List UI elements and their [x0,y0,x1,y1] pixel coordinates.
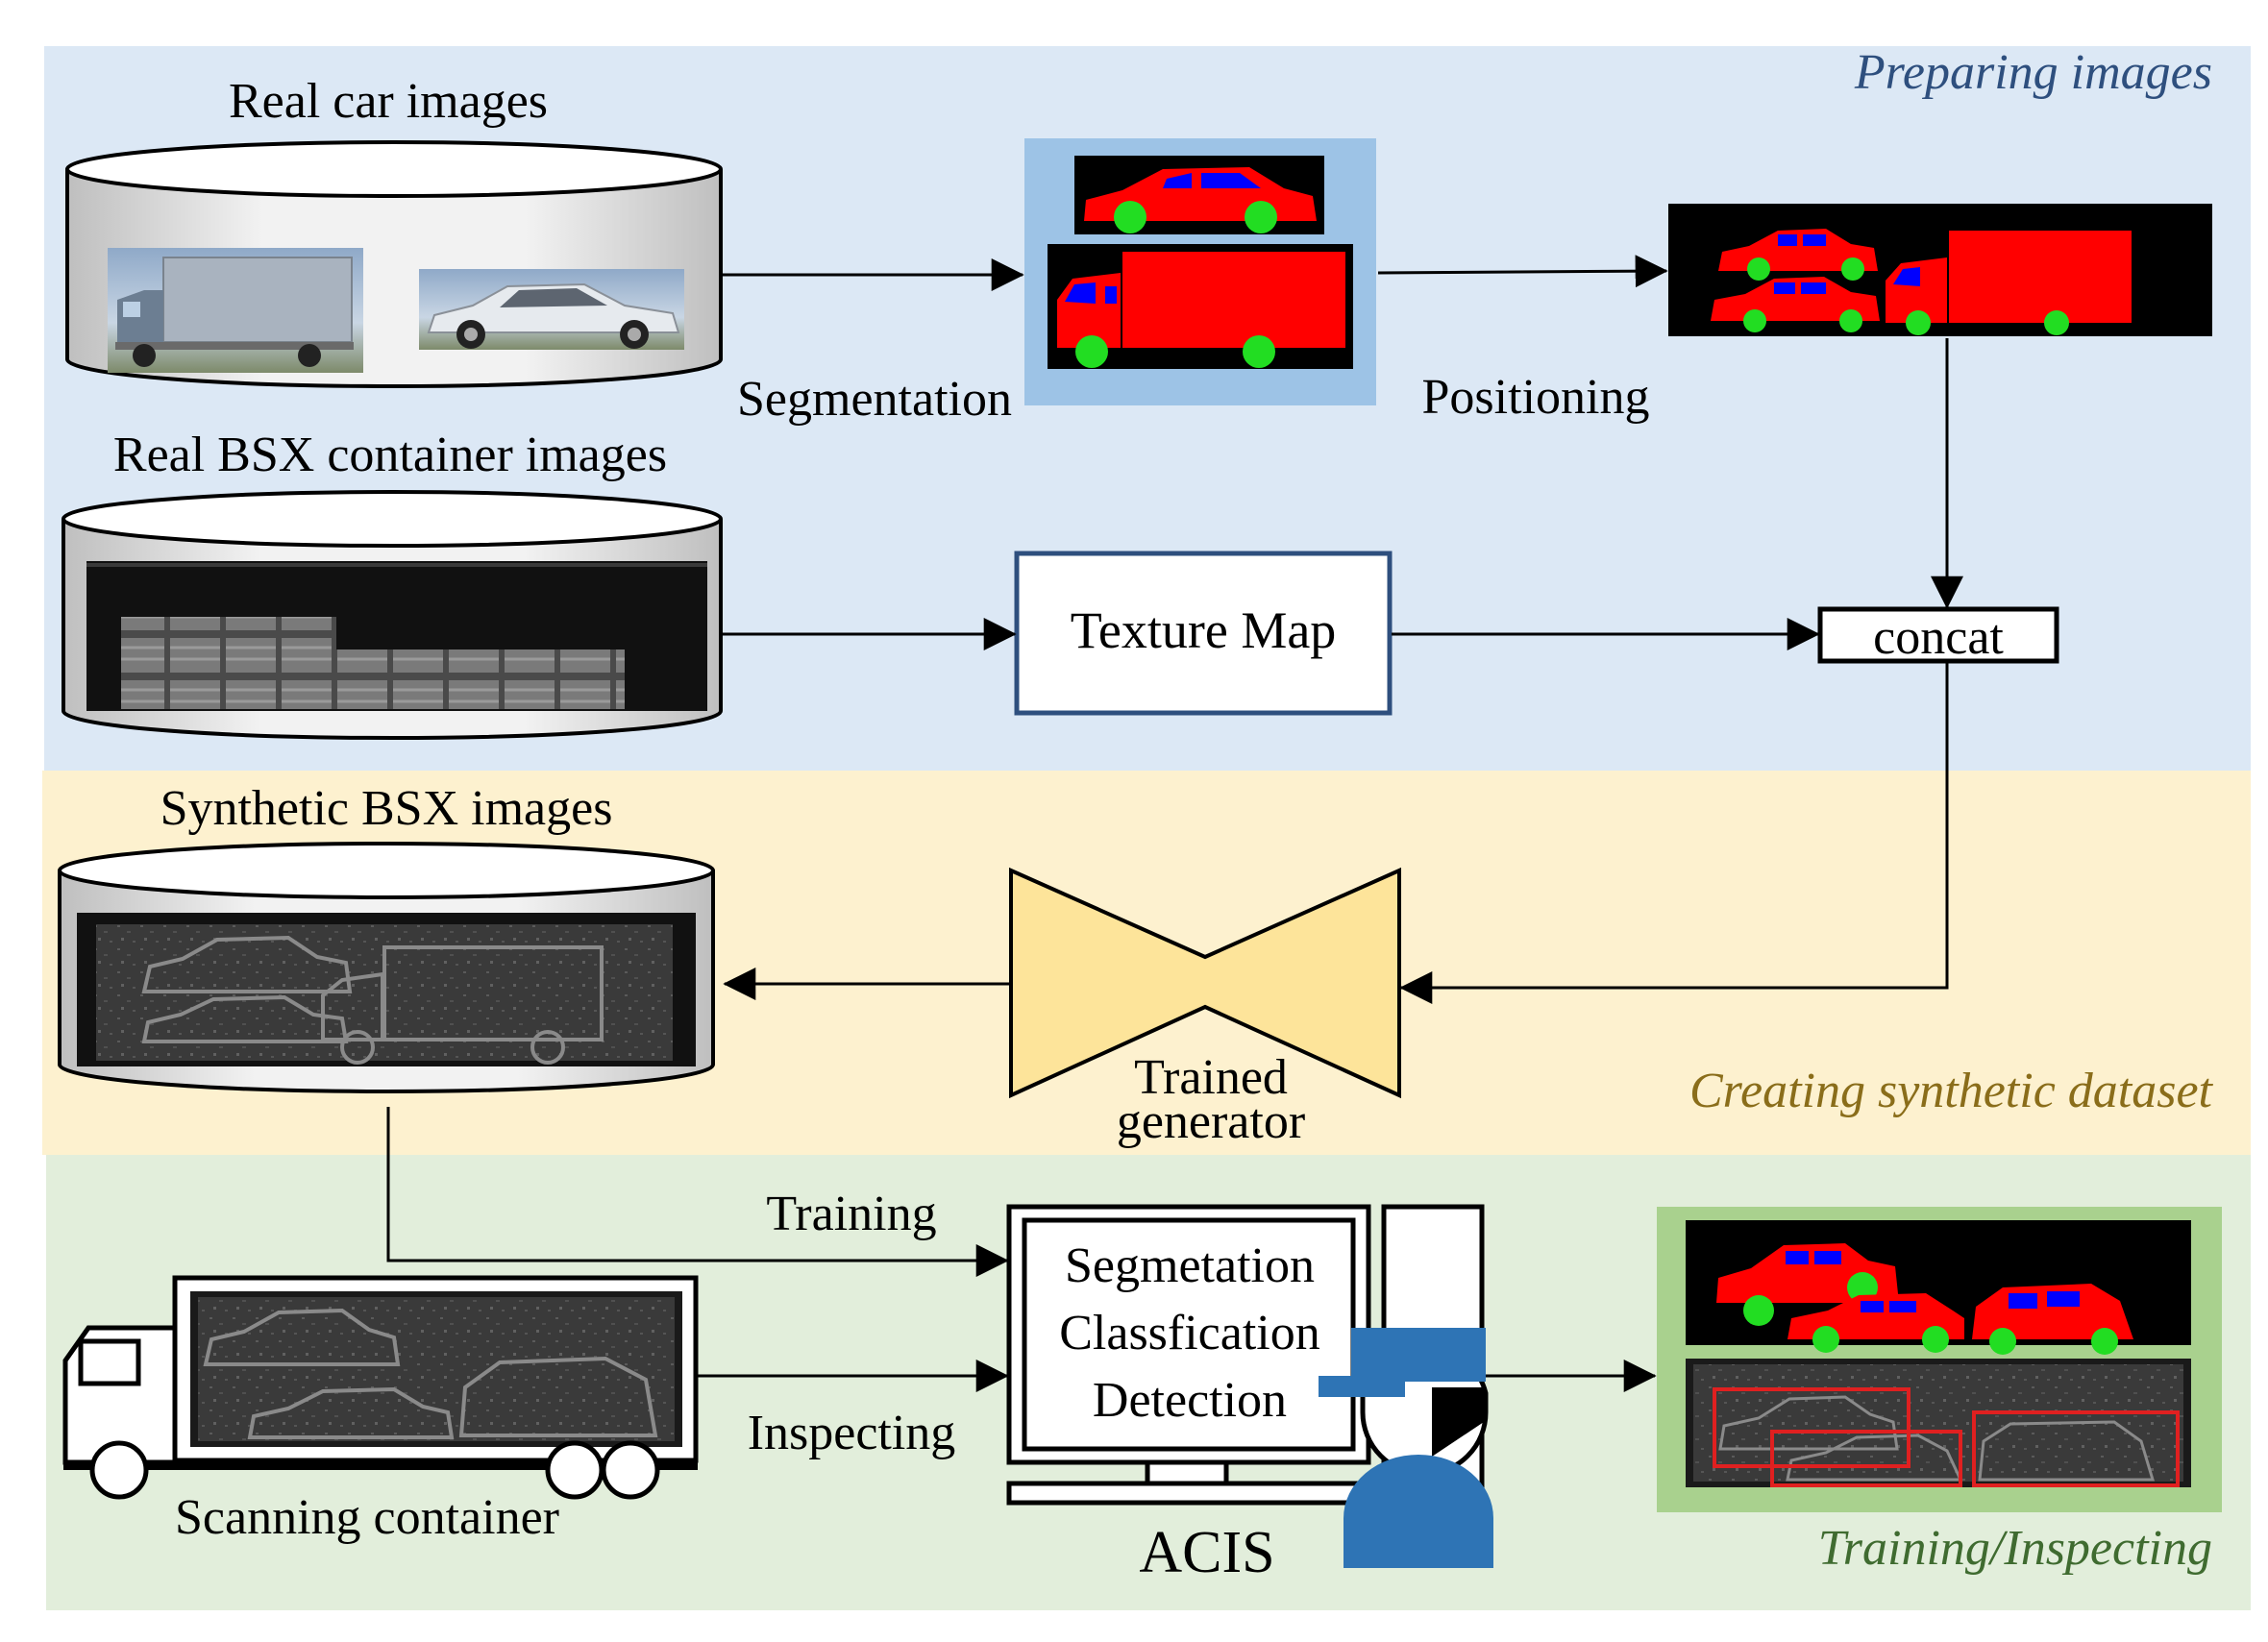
db-label-real-car: Real car images [229,74,548,129]
label-positioning: Positioning [1422,370,1650,425]
photo-car [419,269,684,350]
detection-box-1 [1713,1387,1911,1468]
section-title-preparing: Preparing images [1854,45,2212,100]
acis-name: ACIS [1139,1520,1274,1585]
arrow-synthetic-to-acis-training [386,1107,1009,1277]
label-scanning-container: Scanning container [175,1490,559,1545]
scanning-truck [62,1275,699,1500]
label-concat: concat [1873,610,2004,665]
db-label-synthetic-bsx: Synthetic BSX images [160,781,613,836]
label-generator-line2: generator [1117,1094,1305,1149]
arrow-concat-to-generator [1399,663,1949,1004]
output-segmentation [1686,1220,2191,1355]
concat-box [1817,606,2059,664]
label-generator-line1: Trained [1134,1050,1288,1105]
trained-generator-shape [1009,867,1401,1099]
texture-map-box [1014,551,1393,716]
bsx-container-scan [86,561,707,711]
section-title-training: Training/Inspecting [1818,1521,2212,1576]
segmented-car [1074,156,1324,234]
detection-box-2 [1770,1430,1962,1487]
section-title-creating: Creating synthetic dataset [1689,1064,2214,1118]
label-texture-map: Texture Map [1071,601,1337,659]
segmented-truck [1048,244,1353,369]
detection-box-3 [1972,1410,2180,1487]
db-label-real-bsx: Real BSX container images [113,428,667,482]
label-inspecting: Inspecting [748,1406,956,1460]
acis-task-classification: Classfication [1059,1306,1320,1360]
synthetic-bsx-scan [77,913,696,1066]
positioned-composite [1668,204,2212,336]
arrow-segmentation-to-positioning [1377,255,1668,288]
label-segmentation: Segmentation [737,372,1012,427]
acis-task-segmentation: Segmetation [1065,1238,1315,1293]
acis-task-detection: Detection [1093,1373,1287,1428]
photo-truck [108,248,363,373]
label-training: Training [766,1187,936,1241]
output-detection [1686,1359,2191,1487]
operator-icon [1319,1328,1493,1568]
